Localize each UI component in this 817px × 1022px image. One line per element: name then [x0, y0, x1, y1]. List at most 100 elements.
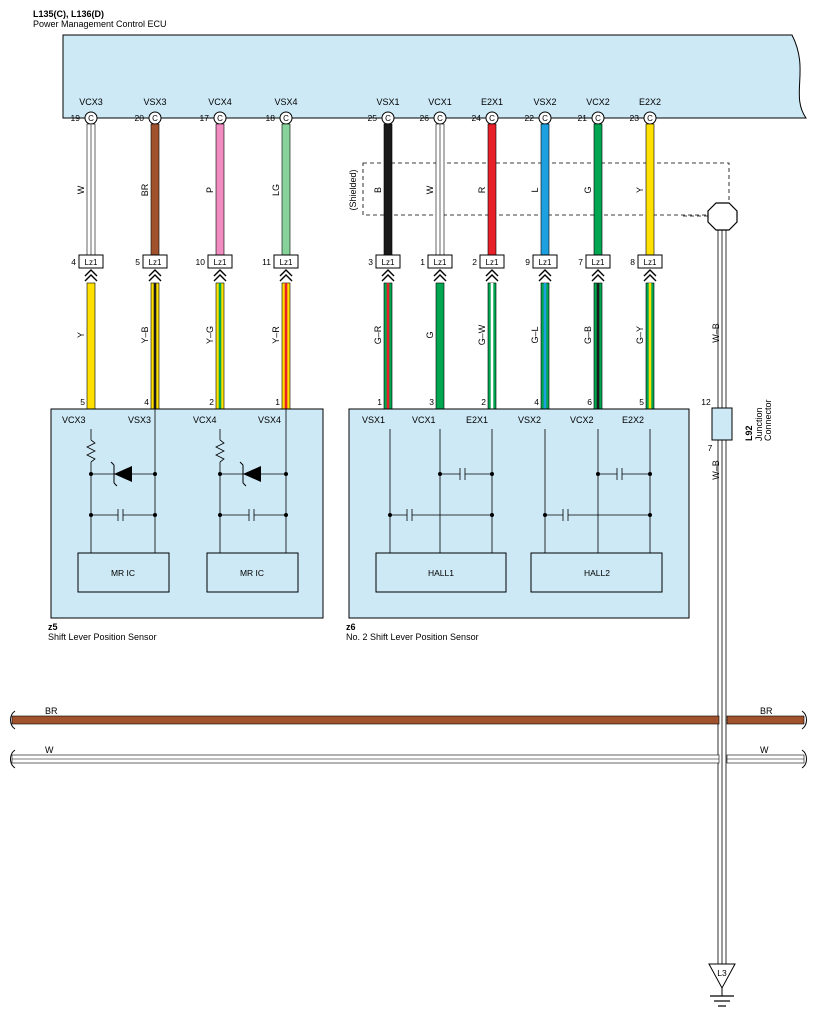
- junction-dots: [89, 472, 288, 517]
- z5-terminal-vcx4: VCX4: [193, 415, 217, 425]
- lower-wire-stripe: [218, 283, 222, 409]
- connector-name: Lz1: [486, 258, 499, 267]
- ecu-pin-connector-code: C: [152, 114, 158, 123]
- ground-point-label: L3: [717, 968, 727, 978]
- upper-wire-color-code: BR: [140, 183, 150, 196]
- ecu-signal-label: E2X2: [639, 97, 661, 107]
- mr-ic-1-label: MR IC: [111, 568, 135, 578]
- upper-wire: [645, 123, 655, 256]
- chevron-icon: [591, 274, 605, 282]
- ecu-signal-label: E2X1: [481, 97, 503, 107]
- connector-pin-number: 5: [135, 257, 140, 267]
- lower-wire-color-code: Y: [76, 332, 86, 338]
- sensor-pin-number: 5: [80, 397, 85, 407]
- ecu-pin-number: 22: [525, 113, 535, 123]
- junction-connector-l92: [711, 407, 733, 441]
- connector-name: Lz1: [280, 258, 293, 267]
- lower-wire-color-code: G–B: [583, 326, 593, 344]
- chevron-icon: [84, 274, 98, 282]
- upper-wire: [487, 123, 497, 256]
- ecu-signal-label: VSX2: [533, 97, 556, 107]
- connector-lz1: [207, 254, 233, 269]
- z5-code: z5: [48, 622, 58, 632]
- hall2-label: HALL2: [584, 568, 610, 578]
- connector-pin-number: 11: [262, 257, 271, 267]
- lower-wire-color-code: G–R: [373, 325, 383, 344]
- lower-wire-stripe: [153, 283, 157, 409]
- sensor-pin-number: 2: [209, 397, 214, 407]
- ecu-signal-label: VSX3: [143, 97, 166, 107]
- bus-w-wire: [10, 749, 807, 769]
- chevron-icon: [381, 274, 395, 282]
- ecu-pin-connector-code: C: [489, 114, 495, 123]
- lower-wire-color-code: G: [425, 331, 435, 338]
- connector-name: Lz1: [382, 258, 395, 267]
- lower-wire-stripe: [596, 283, 600, 409]
- lower-wire-color-code: G–W: [477, 324, 487, 345]
- bus-w-label-right: W: [760, 745, 769, 755]
- connector-pin-number: 8: [630, 257, 635, 267]
- hall2-ic: [530, 552, 663, 593]
- chevron-icon: [538, 274, 552, 282]
- ground-icon: [708, 963, 736, 1007]
- ecu-signal-label: VSX1: [376, 97, 399, 107]
- connector-name: Lz1: [85, 258, 98, 267]
- bus-br-label-left: BR: [45, 706, 58, 716]
- chevron-icon: [485, 274, 499, 282]
- ecu-pin-connector-code: C: [385, 114, 391, 123]
- ecu-signal-label: VSX4: [274, 97, 297, 107]
- chevron-icon: [433, 269, 447, 277]
- z6-code: z6: [346, 622, 356, 632]
- sensor-pin-number: 4: [144, 397, 149, 407]
- connector-lz1: [637, 254, 663, 269]
- chevron-icon: [643, 274, 657, 282]
- ecu-pin-connector-code: C: [542, 114, 548, 123]
- shield-label: (Shielded): [348, 169, 358, 210]
- upper-wire: [215, 123, 225, 256]
- connector-lz1: [585, 254, 611, 269]
- upper-wire-color-code: G: [583, 186, 593, 193]
- ecu-pin-connector-code: C: [437, 114, 443, 123]
- connector-name: Lz1: [214, 258, 227, 267]
- z6-terminal-e2x1: E2X1: [466, 415, 488, 425]
- chevron-icon: [538, 269, 552, 277]
- connector-pin-number: 4: [71, 257, 76, 267]
- z6-terminal-vsx1: VSX1: [362, 415, 385, 425]
- lower-wire-color-code: Y–G: [205, 326, 215, 344]
- connector-name: Lz1: [434, 258, 447, 267]
- hall1-ic: [375, 552, 507, 593]
- sensor-pin-number: 4: [534, 397, 539, 407]
- ecu-pin-number: 24: [472, 113, 482, 123]
- ecu-pin-number: 26: [420, 113, 430, 123]
- bus-br-label-right: BR: [760, 706, 773, 716]
- ecu-pin-connector-code: C: [647, 114, 653, 123]
- chevron-icon: [84, 269, 98, 277]
- connector-lz1: [427, 254, 453, 269]
- z5-name: Shift Lever Position Sensor: [48, 632, 157, 642]
- chevron-icon: [591, 269, 605, 277]
- ecu-signal-label: VCX3: [79, 97, 103, 107]
- chevron-icon: [279, 269, 293, 277]
- chevron-icon: [213, 269, 227, 277]
- chevron-icon: [148, 269, 162, 277]
- ecu-pin-connector-code: C: [283, 114, 289, 123]
- connector-pin-number: 7: [578, 257, 583, 267]
- sensor-pin-number: 3: [429, 397, 434, 407]
- upper-wire-color-code: LG: [271, 184, 281, 196]
- connector-pin-number: 9: [525, 257, 530, 267]
- hall1-label: HALL1: [428, 568, 454, 578]
- connector-pin-number: 1: [420, 257, 425, 267]
- ecu-signal-label: VCX4: [208, 97, 232, 107]
- mr-ic-1: [77, 552, 170, 593]
- upper-wire: [593, 123, 603, 256]
- ground-wire-lower-code: W–B: [711, 460, 721, 480]
- upper-wire-color-code: Y: [635, 187, 645, 193]
- upper-wire: [150, 123, 160, 256]
- mr-ic-2: [206, 552, 299, 593]
- sensor-pin-number: 1: [377, 397, 382, 407]
- ecu-pin-number: 25: [368, 113, 378, 123]
- connector-name: Lz1: [644, 258, 657, 267]
- ecu-code: L135(C), L136(D): [33, 9, 104, 19]
